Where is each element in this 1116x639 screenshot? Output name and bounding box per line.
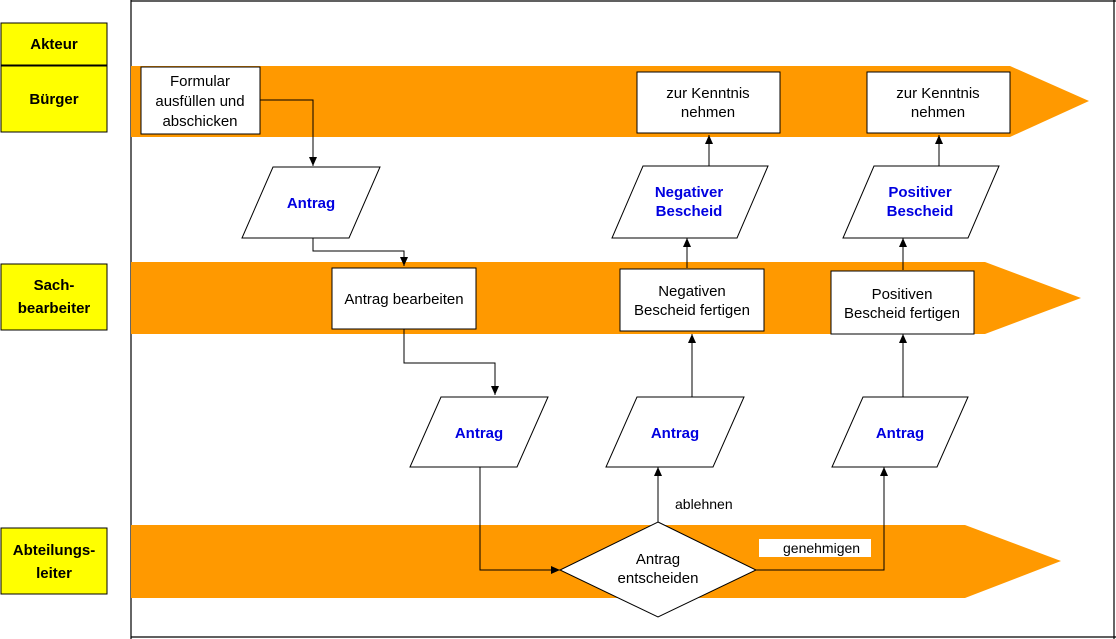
- actor-buerger: Bürger: [0, 65, 108, 133]
- document-antrag-2-label: Antrag: [455, 425, 503, 442]
- decision-antrag-entscheiden: Antrag entscheiden: [558, 521, 758, 618]
- actor-sachbearbeiter-line1: Sach-: [34, 277, 75, 294]
- actor-header: Akteur: [0, 22, 108, 66]
- actor-abteilungsleiter-line2: leiter: [36, 565, 72, 582]
- document-antrag-3-label: Antrag: [651, 425, 699, 442]
- document-antrag-abgelehnt: Antrag: [605, 396, 745, 468]
- actor-sachbearbeiter: Sach- bearbeiter: [0, 263, 108, 331]
- document-antrag-4-label: Antrag: [876, 425, 924, 442]
- lane-buerger: [131, 66, 1089, 137]
- actor-buerger-label: Bürger: [29, 91, 78, 108]
- process-formular-line1: Formular: [170, 73, 230, 90]
- edge-entscheiden-genehmigen: [756, 467, 888, 571]
- process-kenntnis1-line1: zur Kenntnis: [666, 85, 749, 102]
- decision-line1: Antrag: [636, 551, 680, 568]
- document-positiver-bescheid: Positiver Bescheid: [842, 165, 1000, 239]
- document-positiver-line1: Positiver: [888, 184, 952, 201]
- process-positiven-line2: Bescheid fertigen: [844, 305, 960, 322]
- process-kenntnis2-line2: nehmen: [911, 104, 965, 121]
- document-negativer-line2: Bescheid: [656, 203, 723, 220]
- process-formular-line3: abschicken: [162, 113, 237, 130]
- process-negativen-line1: Negativen: [658, 283, 726, 300]
- decision-line2: entscheiden: [618, 570, 699, 587]
- edge-formular-to-antrag: [260, 99, 317, 166]
- document-positiver-line2: Bescheid: [887, 203, 954, 220]
- process-negativen-bescheid-fertigen: Negativen Bescheid fertigen: [619, 268, 765, 332]
- document-antrag-1-label: Antrag: [287, 195, 335, 212]
- document-antrag-sachbearbeiter: Antrag: [409, 396, 549, 468]
- process-negativen-line2: Bescheid fertigen: [634, 302, 750, 319]
- actor-sachbearbeiter-line2: bearbeiter: [18, 300, 91, 317]
- edge-antrag-to-entscheiden: [479, 467, 560, 574]
- document-antrag-buerger: Antrag: [241, 166, 381, 239]
- process-positiven-line1: Positiven: [872, 286, 933, 303]
- process-antrag-bearbeiten-label: Antrag bearbeiten: [344, 291, 463, 308]
- process-formular-ausfuellen: Formular ausfüllen und abschicken: [140, 66, 261, 135]
- edge-bearbeiten-to-antrag: [403, 329, 499, 395]
- process-formular-line2: ausfüllen und: [155, 93, 244, 110]
- process-zur-kenntnis-negativ: zur Kenntnis nehmen: [636, 71, 781, 134]
- edge-label-ablehnen: ablehnen: [675, 496, 733, 512]
- actor-abteilungsleiter: Abteilungs- leiter: [0, 527, 108, 595]
- edge-label-genehmigen: genehmigen: [783, 540, 860, 556]
- process-kenntnis1-line2: nehmen: [681, 104, 735, 121]
- edge-label-genehmigen-bg: [759, 539, 871, 557]
- document-negativer-line1: Negativer: [655, 184, 724, 201]
- process-zur-kenntnis-positiv: zur Kenntnis nehmen: [866, 71, 1011, 134]
- actor-abteilungsleiter-line1: Abteilungs-: [13, 542, 96, 559]
- process-kenntnis2-line1: zur Kenntnis: [896, 85, 979, 102]
- actor-header-label: Akteur: [30, 36, 78, 53]
- edge-antrag-to-bearbeiten: [312, 238, 408, 266]
- process-antrag-bearbeiten: Antrag bearbeiten: [331, 267, 477, 330]
- document-antrag-genehmigt: Antrag: [831, 396, 969, 468]
- process-positiven-bescheid-fertigen: Positiven Bescheid fertigen: [830, 270, 975, 335]
- document-negativer-bescheid: Negativer Bescheid: [611, 165, 769, 239]
